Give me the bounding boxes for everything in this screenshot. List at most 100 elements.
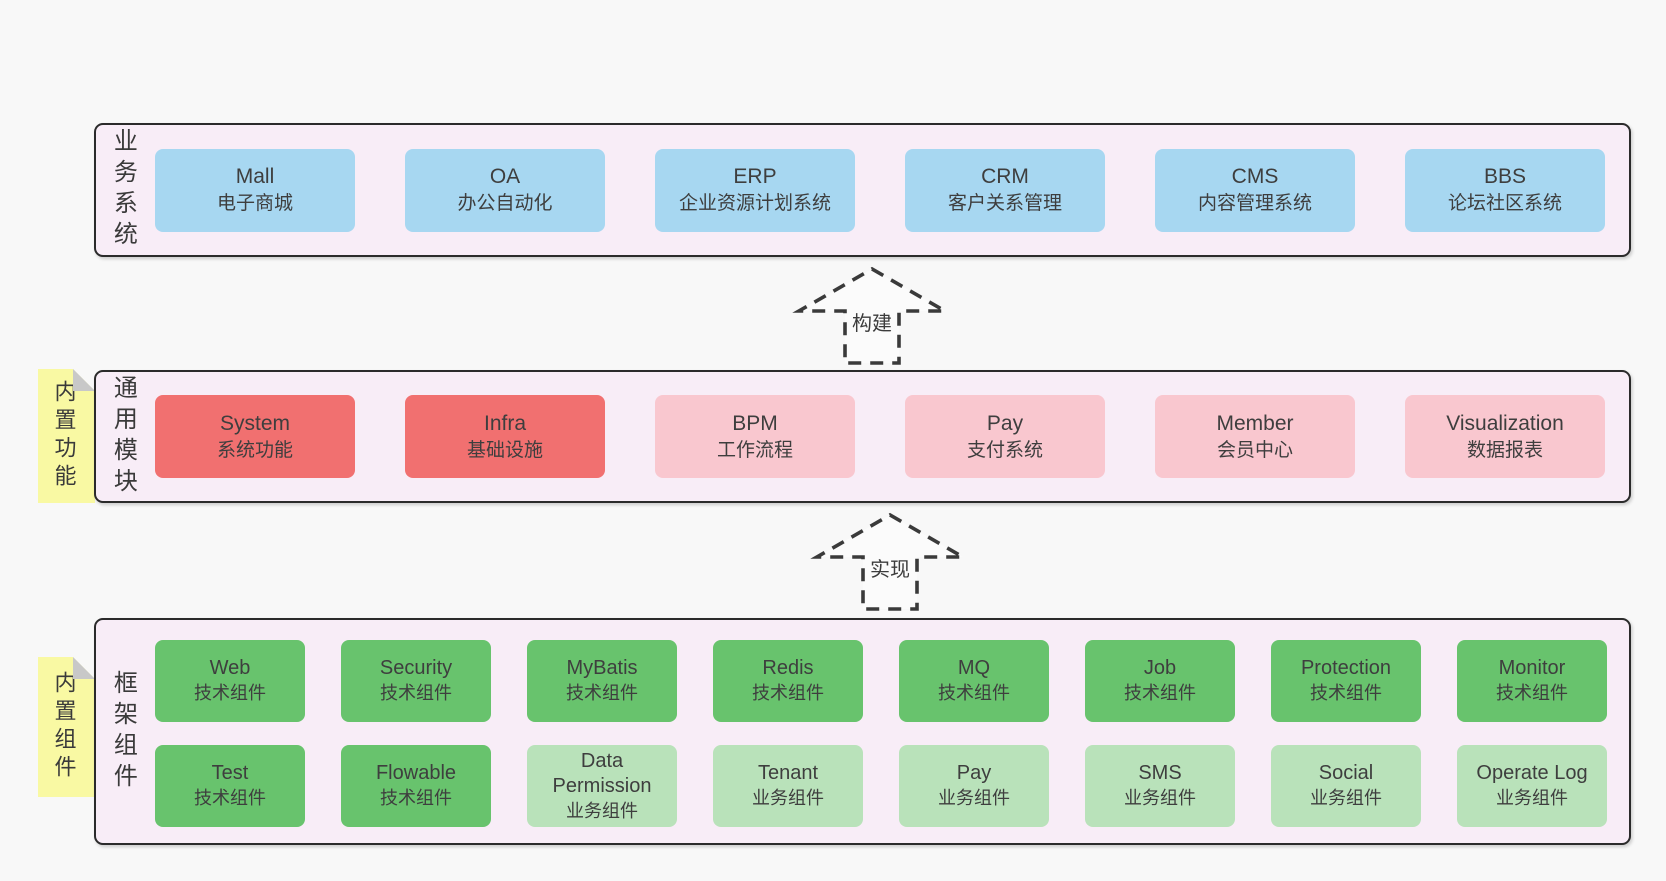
box-title: BPM	[732, 411, 778, 435]
box-subtitle: 技术组件	[938, 683, 1010, 703]
box-subtitle: 技术组件	[566, 683, 638, 703]
box-member: Member 会员中心	[1155, 395, 1355, 478]
up-arrow-outline	[810, 512, 970, 611]
business-box-row: Mall 电子商城 OA 办公自动化 ERP 企业资源计划系统 CRM 客户关系…	[155, 125, 1605, 255]
box-operate-log: Operate Log 业务组件	[1457, 745, 1607, 827]
box-title: CMS	[1231, 165, 1279, 188]
box-title: MyBatis	[566, 657, 638, 679]
box-monitor: Monitor 技术组件	[1457, 640, 1607, 722]
box-subtitle: 技术组件	[380, 683, 452, 703]
box-visualization: Visualization 数据报表	[1405, 395, 1605, 478]
box-oa: OA 办公自动化	[405, 148, 605, 232]
box-subtitle: 论坛社区系统	[1447, 193, 1562, 214]
section-label-components: 框架组件	[109, 669, 137, 794]
box-subtitle: 系统功能	[216, 439, 293, 461]
box-subtitle: 技术组件	[1310, 683, 1382, 703]
box-crm: CRM 客户关系管理	[905, 148, 1105, 232]
components-box-row-2: Test 技术组件 Flowable 技术组件 Data Permission …	[155, 745, 1607, 827]
box-subtitle: 数据报表	[1466, 439, 1543, 461]
box-subtitle: 业务组件	[1496, 788, 1568, 808]
box-subtitle: 办公自动化	[457, 193, 553, 214]
box-subtitle: 会员中心	[1216, 439, 1293, 461]
box-protection: Protection 技术组件	[1271, 640, 1421, 722]
box-flowable: Flowable 技术组件	[341, 745, 491, 827]
box-title: Tenant	[757, 762, 819, 784]
box-title: Flowable	[375, 762, 457, 784]
box-bpm: BPM 工作流程	[655, 395, 855, 478]
box-mybatis: MyBatis 技术组件	[527, 640, 677, 722]
sticky-note-label: 内置组件	[51, 671, 77, 783]
box-subtitle: 电子商城	[216, 193, 293, 214]
box-title: MQ	[957, 657, 991, 679]
components-box-row-1: Web 技术组件 Security 技术组件 MyBatis 技术组件 Redi…	[155, 640, 1607, 722]
box-title: SMS	[1138, 762, 1182, 784]
sticky-note-label: 内置功能	[51, 380, 77, 492]
sticky-note-builtin-features: 内置功能	[38, 369, 95, 503]
box-subtitle: 技术组件	[752, 683, 824, 703]
box-title: OA	[489, 165, 521, 188]
box-tenant: Tenant 业务组件	[713, 745, 863, 827]
box-title: System	[219, 411, 290, 435]
box-subtitle: 技术组件	[194, 683, 266, 703]
up-arrow-outline	[792, 266, 952, 365]
section-label-modules: 通用模块	[109, 374, 137, 499]
box-subtitle: 客户关系管理	[947, 193, 1062, 214]
box-pay-business: Pay 业务组件	[899, 745, 1049, 827]
box-title: Infra	[483, 411, 527, 435]
box-subtitle: 技术组件	[1124, 683, 1196, 703]
box-subtitle: 工作流程	[716, 439, 793, 461]
box-title: Protection	[1300, 657, 1392, 679]
common-modules-panel: 通用模块 System 系统功能 Infra 基础设施 BPM 工作流程 Pay…	[94, 370, 1631, 503]
box-title: ERP	[733, 165, 777, 188]
box-title: Member	[1216, 411, 1294, 435]
box-job: Job 技术组件	[1085, 640, 1235, 722]
business-systems-panel: 业务系统 Mall 电子商城 OA 办公自动化 ERP 企业资源计划系统 CRM…	[94, 123, 1631, 257]
box-subtitle: 业务组件	[1310, 788, 1382, 808]
box-mall: Mall 电子商城	[155, 148, 355, 232]
sticky-note-builtin-components: 内置组件	[38, 657, 95, 797]
box-title: Web	[209, 657, 251, 679]
box-cms: CMS 内容管理系统	[1155, 148, 1355, 232]
box-title: BBS	[1483, 165, 1527, 188]
box-subtitle: 业务组件	[752, 788, 824, 808]
box-subtitle: 技术组件	[380, 788, 452, 808]
box-erp: ERP 企业资源计划系统	[655, 148, 855, 232]
box-subtitle: 基础设施	[466, 439, 543, 461]
box-system: System 系统功能	[155, 395, 355, 478]
box-subtitle: 内容管理系统	[1197, 193, 1312, 214]
box-test: Test 技术组件	[155, 745, 305, 827]
box-subtitle: 技术组件	[194, 788, 266, 808]
arrow-label: 构建	[852, 312, 892, 335]
box-title: Redis	[762, 657, 814, 679]
box-title: Pay	[956, 762, 992, 784]
box-social: Social 业务组件	[1271, 745, 1421, 827]
box-subtitle: 业务组件	[566, 800, 638, 821]
section-label-business: 业务系统	[109, 128, 137, 252]
box-mq: MQ 技术组件	[899, 640, 1049, 722]
box-data-permission: Data Permission 业务组件	[527, 745, 677, 827]
box-bbs: BBS 论坛社区系统	[1405, 148, 1605, 232]
box-title: Data Permission	[552, 749, 652, 797]
box-subtitle: 业务组件	[1124, 788, 1196, 808]
box-title: Security	[379, 657, 453, 679]
box-security: Security 技术组件	[341, 640, 491, 722]
implement-arrow-icon: 实现	[810, 512, 970, 611]
box-infra: Infra 基础设施	[405, 395, 605, 478]
build-arrow-icon: 构建	[792, 266, 952, 365]
box-subtitle: 支付系统	[966, 439, 1043, 461]
modules-box-row: System 系统功能 Infra 基础设施 BPM 工作流程 Pay 支付系统…	[155, 372, 1605, 501]
box-subtitle: 业务组件	[938, 788, 1010, 808]
box-title: Visualization	[1446, 411, 1564, 435]
box-redis: Redis 技术组件	[713, 640, 863, 722]
box-title: Job	[1143, 657, 1177, 679]
framework-components-panel: 框架组件 Web 技术组件 Security 技术组件 MyBatis 技术组件…	[94, 618, 1631, 845]
box-title: Operate Log	[1476, 762, 1588, 784]
box-web: Web 技术组件	[155, 640, 305, 722]
box-title: Social	[1318, 762, 1374, 784]
box-title: Mall	[235, 165, 275, 188]
box-title: CRM	[981, 165, 1029, 188]
box-pay: Pay 支付系统	[905, 395, 1105, 478]
box-title: Pay	[986, 411, 1024, 435]
arrow-label: 实现	[870, 558, 910, 581]
box-sms: SMS 业务组件	[1085, 745, 1235, 827]
